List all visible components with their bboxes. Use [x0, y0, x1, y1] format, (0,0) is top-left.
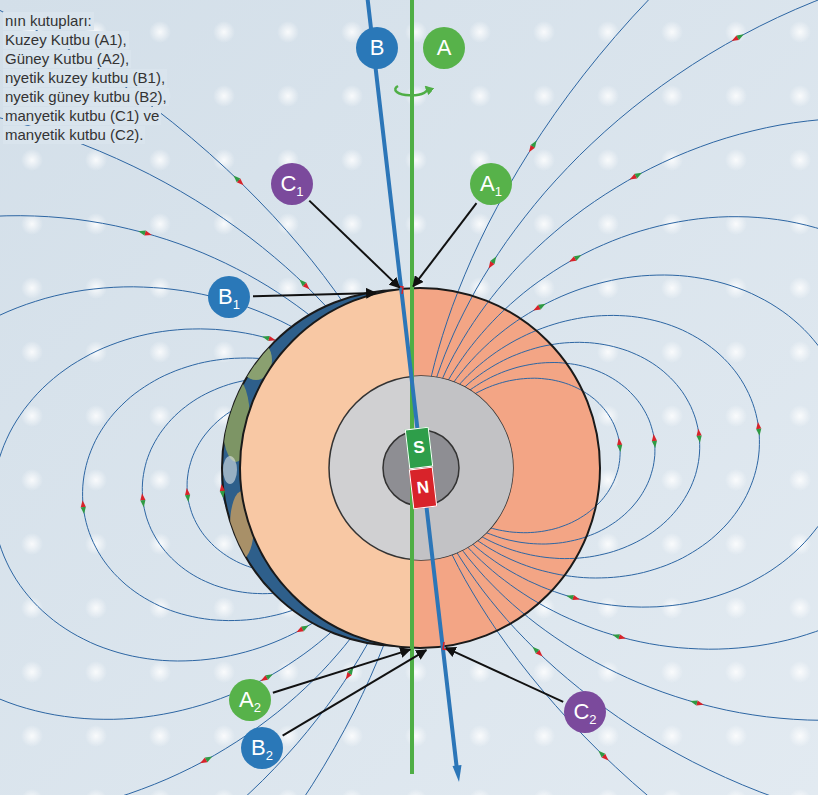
pole-letter-index: 1 [495, 184, 502, 199]
pole-marker: B1 [208, 276, 250, 318]
compass-needle [612, 634, 619, 639]
legend-text: manyetik kutbu (C2). [3, 126, 145, 144]
compass-needle [756, 422, 761, 429]
pole-letter: C2 [573, 701, 596, 723]
compass-needle [697, 429, 702, 436]
compass-needle [736, 34, 743, 40]
pole-letter-index: 1 [233, 297, 240, 312]
compass-needle [533, 647, 540, 654]
legend-text: manyetik kutbu (C1) ve [3, 107, 161, 125]
compass-needle [490, 257, 496, 264]
compass-needle [598, 751, 605, 758]
compass-needle [220, 491, 225, 498]
pole-letter-main: C [573, 699, 589, 724]
pole-marker: B2 [241, 727, 283, 769]
pole-marker: C1 [271, 163, 313, 205]
compass-needle [756, 429, 761, 436]
magnet-pole: S [404, 427, 432, 469]
earth-outline [240, 288, 600, 648]
compass-needle [635, 173, 642, 179]
compass-needle [617, 445, 622, 452]
leader-line [413, 203, 476, 286]
compass-needle [531, 140, 537, 147]
legend-text: nyetik kuzey kutbu (B1), [3, 69, 167, 87]
pole-letter-index: 2 [266, 748, 273, 763]
compass-needle [140, 500, 145, 507]
pole-marker: A1 [470, 163, 512, 205]
pole-letter-main: B [251, 735, 266, 760]
compass-needle [262, 336, 269, 341]
leader-line [446, 648, 563, 702]
pole-letter: A2 [239, 689, 261, 711]
cloud [223, 456, 237, 484]
leader-lines [253, 201, 563, 736]
pole-letter-main: C [280, 171, 296, 196]
pole-letter-index: 2 [254, 700, 261, 715]
compass-needle [185, 495, 190, 502]
compass-needle [566, 595, 573, 600]
pole-marker: B [356, 27, 398, 69]
outer-core-right [412, 376, 513, 560]
pole-letter-main: A [480, 171, 495, 196]
compass-needle [652, 434, 657, 441]
rotation-arrow [395, 86, 427, 95]
legend-text: nyetik güney kutbu (B2), [3, 88, 169, 106]
pole-letter: A [437, 37, 452, 59]
pole-letter: C1 [280, 173, 303, 195]
pole-letter: A1 [480, 173, 502, 195]
pole-letter: B1 [218, 286, 240, 308]
compass-needle [697, 435, 702, 442]
pole-letter-index: 1 [296, 184, 303, 199]
leader-line [253, 293, 376, 296]
compass-needle [299, 279, 306, 286]
legend-text: nın kutupları: [3, 12, 94, 30]
compass-needle [220, 484, 225, 491]
pole-letter-main: B [218, 284, 233, 309]
magnetic-axis [368, 0, 457, 770]
pole-marker: A2 [229, 679, 271, 721]
leader-line [309, 201, 399, 288]
pole-marker: A [423, 27, 465, 69]
magnet-pole: N [409, 467, 437, 509]
pole-marker: C2 [564, 691, 606, 733]
compass-needle [205, 756, 212, 762]
compass-needle [81, 507, 86, 514]
pole-letter: B2 [251, 737, 273, 759]
compass-needle [574, 255, 581, 261]
compass-needle [140, 493, 145, 500]
axis-tip [453, 765, 462, 782]
pole-letter-index: 2 [589, 712, 596, 727]
compass-needle [617, 438, 622, 445]
land-mass [244, 582, 272, 618]
compass-needle [652, 441, 657, 448]
compass-needle [538, 304, 545, 310]
cut-face [240, 288, 600, 648]
outer-core [329, 376, 513, 560]
compass-needle [81, 500, 86, 507]
pole-letter: B [370, 37, 385, 59]
compass-needle [185, 488, 190, 495]
leader-line [283, 650, 427, 736]
legend-text: Güney Kutbu (A2), [3, 50, 131, 68]
pole-letter-main: A [239, 687, 254, 712]
legend-text: Kuzey Kutbu (A1), [3, 31, 129, 49]
compass-needle [234, 176, 241, 183]
pole-letter: N [416, 477, 430, 498]
compass-needle [690, 700, 697, 705]
compass-needle [138, 231, 145, 236]
compass-needle [301, 626, 308, 632]
compass-needle [266, 674, 273, 680]
pole-letter: S [412, 438, 426, 459]
